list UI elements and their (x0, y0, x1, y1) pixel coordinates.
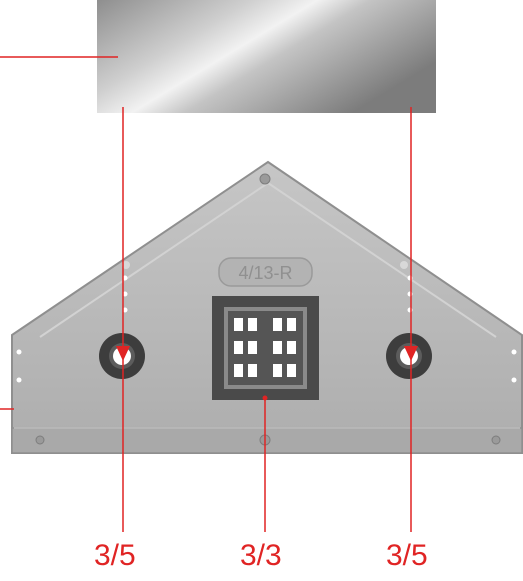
screw-hole (36, 436, 44, 444)
screw-hole (400, 261, 408, 269)
callout-label-left: 3/5 (94, 541, 136, 571)
callout-label-center: 3/3 (240, 541, 282, 571)
part-marking: 4/13-R (238, 263, 292, 283)
leader-dot-center (263, 396, 268, 401)
callout-label-right: 3/5 (386, 541, 428, 571)
center-window (212, 296, 319, 400)
screw-hole (260, 174, 270, 184)
metal-strip (97, 0, 436, 113)
screw-hole (492, 436, 500, 444)
